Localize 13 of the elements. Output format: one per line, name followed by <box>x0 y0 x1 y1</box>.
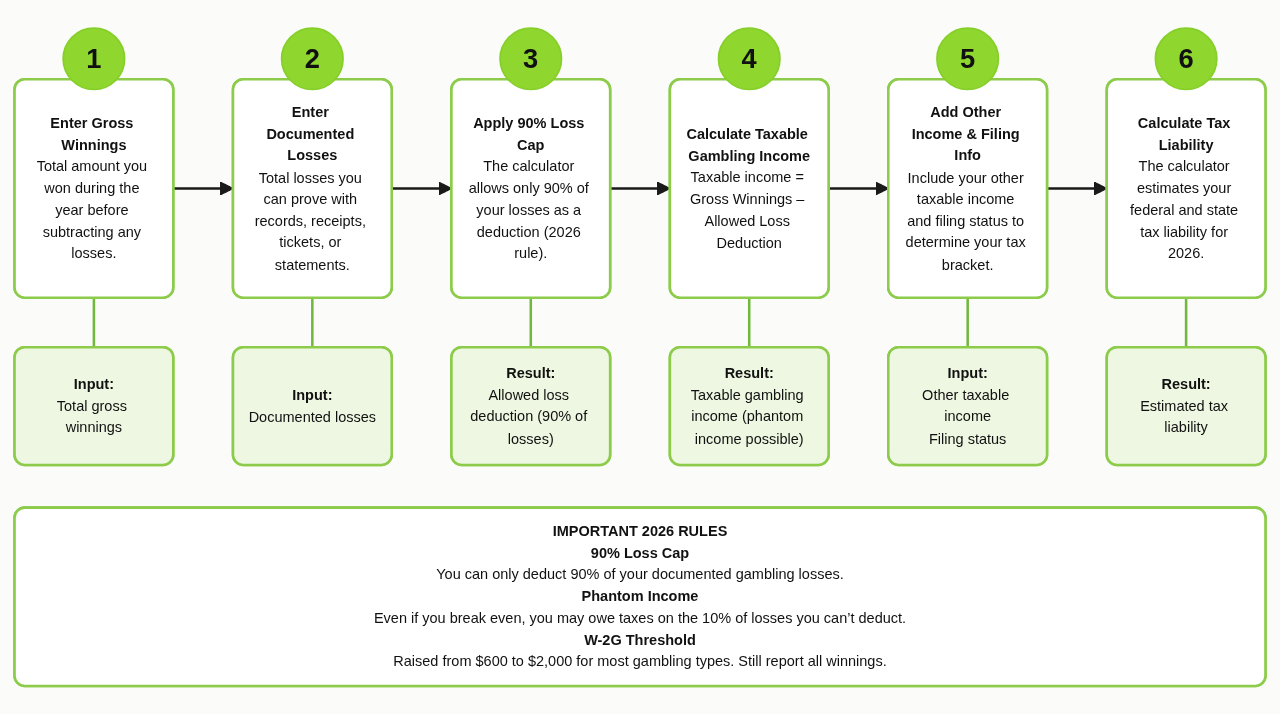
node-circle: 2 <box>280 27 344 91</box>
connector <box>1184 297 1188 348</box>
node-circle: 5 <box>936 27 1000 91</box>
connector <box>92 297 96 348</box>
node-circle: 1 <box>62 27 126 91</box>
node-circle: 3 <box>499 27 563 91</box>
node-circle: 6 <box>1154 27 1218 91</box>
arrow <box>828 181 889 196</box>
node-circle: 4 <box>717 27 781 91</box>
connector <box>747 297 751 348</box>
connector <box>529 297 533 348</box>
connector <box>966 297 969 348</box>
connector <box>311 297 314 348</box>
